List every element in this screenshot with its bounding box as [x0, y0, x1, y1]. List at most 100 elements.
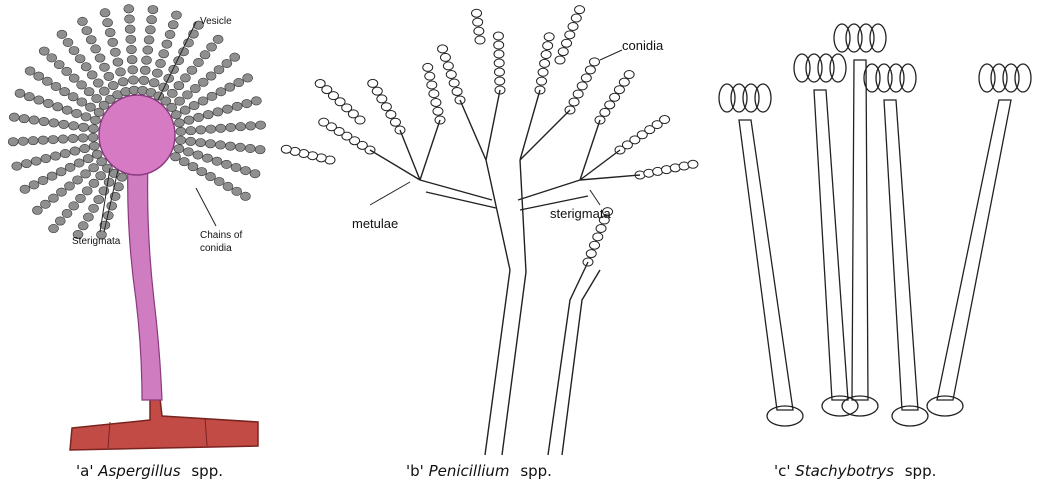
- conidium: [39, 117, 49, 125]
- conidium: [24, 92, 34, 100]
- conidium: [169, 65, 179, 73]
- conidia-label: conidia: [622, 38, 664, 53]
- conidium: [108, 81, 118, 89]
- caption-b-suffix: spp.: [520, 462, 552, 480]
- conidium: [586, 250, 596, 258]
- conidium: [104, 178, 114, 186]
- conidium: [236, 122, 246, 130]
- conidium: [196, 126, 206, 134]
- conidium: [28, 136, 38, 144]
- conidium: [319, 118, 329, 126]
- conidium: [42, 77, 52, 85]
- conidium: [212, 157, 222, 165]
- conidium: [9, 113, 19, 121]
- phialide: [900, 64, 916, 92]
- conidium: [70, 147, 80, 155]
- conidium: [230, 53, 240, 61]
- conidium: [18, 137, 28, 145]
- conidium: [72, 109, 82, 117]
- conidium: [62, 106, 72, 114]
- conidium: [115, 68, 125, 76]
- caption-c-suffix: spp.: [905, 462, 937, 480]
- conidium: [182, 91, 192, 99]
- conidium: [176, 127, 186, 135]
- conidium: [184, 116, 194, 124]
- conidiophore: [937, 100, 1011, 400]
- conidium: [222, 59, 232, 67]
- conidium: [69, 46, 79, 54]
- conidium: [63, 38, 73, 46]
- conidium: [624, 71, 634, 79]
- conidium: [69, 202, 79, 210]
- conidium: [81, 63, 91, 71]
- conidium: [88, 124, 98, 132]
- conidium: [107, 202, 117, 210]
- conidium: [232, 102, 242, 110]
- conidium: [494, 50, 504, 58]
- conidium: [558, 48, 568, 56]
- conidium: [68, 93, 78, 101]
- conidium: [165, 30, 175, 38]
- conidium: [214, 177, 224, 185]
- conidium: [96, 172, 106, 180]
- conidium: [207, 43, 217, 51]
- conidium: [251, 97, 261, 105]
- stachybotrys-conidiophores: [719, 24, 1031, 426]
- conidium: [118, 78, 128, 86]
- conidium: [48, 194, 58, 202]
- conidium: [80, 144, 90, 152]
- panel-aspergillus: Vesicle Sterigmata Chains of conidia 'a'…: [0, 0, 300, 494]
- conidium: [40, 200, 50, 208]
- caption-b-genus: Penicillium: [429, 462, 510, 480]
- conidium: [43, 99, 53, 107]
- conidium: [225, 83, 235, 91]
- conidium: [78, 222, 88, 230]
- caption-b: 'b' Penicillium spp.: [406, 462, 552, 480]
- conidium: [246, 122, 256, 130]
- conidium: [215, 141, 225, 149]
- conidium: [575, 6, 585, 14]
- conidium: [190, 84, 200, 92]
- conidium: [449, 79, 459, 87]
- vesicle: [99, 95, 175, 175]
- foot-cell: [892, 406, 928, 426]
- conidium: [99, 87, 109, 95]
- conidium: [90, 116, 100, 124]
- conidium: [589, 58, 599, 66]
- conidium: [198, 97, 208, 105]
- conidium: [12, 162, 22, 170]
- conidium: [85, 103, 95, 111]
- phialide: [830, 54, 846, 82]
- conidium: [89, 179, 99, 187]
- conidium: [99, 187, 109, 195]
- conidium: [610, 93, 620, 101]
- conidium: [577, 82, 587, 90]
- conidium: [213, 108, 223, 116]
- conidium: [216, 124, 226, 132]
- conidium: [152, 69, 162, 77]
- conidium: [619, 78, 629, 86]
- conidium: [660, 116, 670, 124]
- conidium: [59, 120, 69, 128]
- conidium: [69, 74, 79, 82]
- conidium: [235, 143, 245, 151]
- conidium: [149, 79, 159, 87]
- conidium: [205, 172, 215, 180]
- conidium: [223, 182, 233, 190]
- conidium: [183, 148, 193, 156]
- conidium: [51, 82, 61, 90]
- conidium: [97, 158, 107, 166]
- conidium: [41, 154, 51, 162]
- conidium: [34, 96, 44, 104]
- conidium: [198, 78, 208, 86]
- conidium: [315, 80, 325, 88]
- conidiophore: [852, 60, 868, 400]
- conidium: [429, 90, 439, 98]
- chains-label-line1: Chains of: [200, 230, 242, 241]
- conidium: [60, 87, 70, 95]
- conidium: [193, 151, 203, 159]
- conidium: [241, 166, 251, 174]
- conidium: [84, 87, 94, 95]
- conidium: [93, 79, 103, 87]
- conidium: [159, 50, 169, 58]
